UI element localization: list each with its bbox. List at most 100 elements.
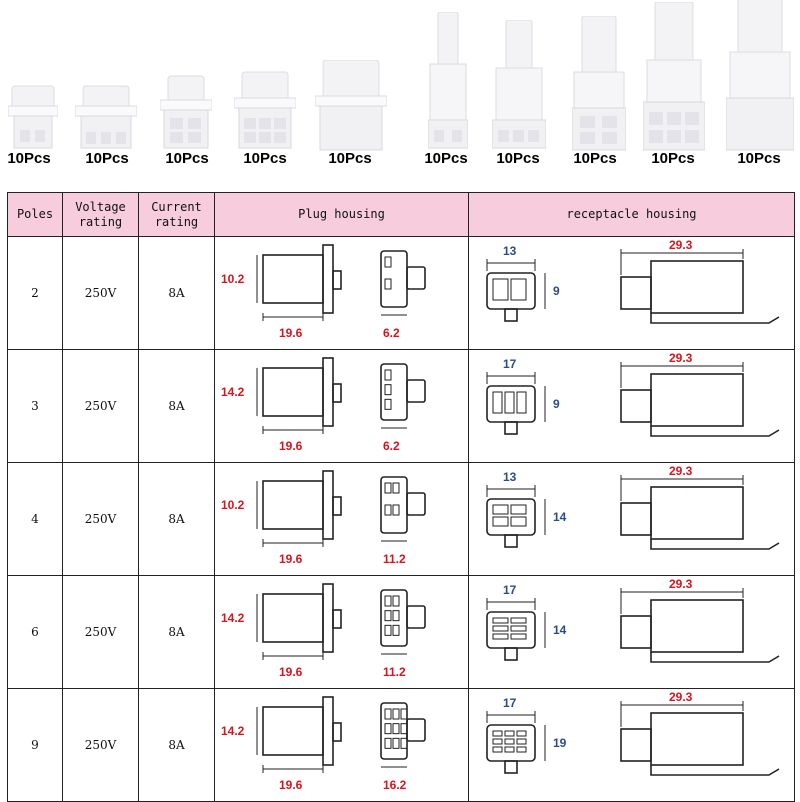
- plug-housing-drawing-cell: 10.2 19.6 6.2: [214, 236, 469, 350]
- receptacle-nose-outline: [620, 389, 652, 423]
- plug-latch-outline: [332, 609, 342, 629]
- receptacle-nose-outline: [620, 276, 652, 310]
- current-cell: 8A: [138, 688, 215, 802]
- plug-pin: [384, 610, 392, 622]
- receptacle-socket: [510, 625, 527, 632]
- poles-cell: 6: [7, 575, 63, 689]
- current-cell: 8A: [138, 575, 215, 689]
- poles-cell: 4: [7, 462, 63, 576]
- receptacle-socket: [492, 278, 509, 301]
- connector-6pin-tall-image: [643, 2, 705, 152]
- plug-end-latch-outline: [406, 492, 426, 516]
- receptacle-socket: [516, 738, 527, 745]
- current-value: 8A: [168, 625, 185, 639]
- receptacle-nose-outline: [620, 615, 652, 649]
- plug-body-outline: [262, 254, 324, 304]
- plug-width-dimension: 11.2: [383, 665, 406, 679]
- connector-9pin-short-image: [315, 60, 387, 152]
- plug-pin: [392, 595, 400, 607]
- receptacle-body-outline: [650, 599, 744, 653]
- plug-pin: [384, 384, 392, 396]
- quantity-label: 10Pcs: [7, 150, 51, 167]
- connector-3pin-tall-image: [492, 20, 546, 152]
- receptacle-latch-outline: [504, 308, 518, 322]
- plug-housing-drawing: 10.2 19.6 11.2: [221, 470, 426, 566]
- current-value: 8A: [168, 738, 185, 752]
- plug-flange-outline: [322, 583, 334, 653]
- plug-latch-outline: [332, 496, 342, 516]
- receptacle-width-dimension: 17: [503, 357, 517, 371]
- receptacle-body-outline: [650, 373, 744, 427]
- plug-end-latch-outline: [406, 605, 426, 629]
- plug-pin: [384, 256, 392, 268]
- plug-pin: [400, 708, 408, 720]
- poles-value: 9: [31, 738, 39, 752]
- plug-pin: [392, 482, 400, 494]
- plug-pin: [384, 737, 392, 749]
- plug-body-outline: [262, 593, 324, 643]
- plug-height-dimension: 14.2: [221, 385, 245, 399]
- plug-pin: [384, 708, 392, 720]
- receptacle-length-dimension: 29.3: [669, 577, 693, 591]
- receptacle-latch-arm-outline: [650, 539, 780, 550]
- receptacle-socket: [516, 730, 527, 737]
- current-value: 8A: [168, 512, 185, 526]
- plug-end-latch-outline: [406, 718, 426, 742]
- current-cell: 8A: [138, 349, 215, 463]
- table-row: 6 250V 8A 14.2 19.6 11.2: [7, 575, 795, 689]
- receptacle-socket: [504, 391, 515, 414]
- plug-length-dimension: 19.6: [279, 326, 303, 340]
- receptacle-housing-drawing: 17 19 29.3: [486, 690, 780, 776]
- receptacle-latch-arm-outline: [650, 426, 780, 437]
- receptacle-housing-drawing-cell: 17 14 29.3: [468, 575, 795, 689]
- receptacle-height-dimension: 14: [553, 623, 567, 637]
- quantity-label: 10Pcs: [243, 150, 287, 167]
- plug-pin: [400, 737, 408, 749]
- receptacle-nose-outline: [620, 502, 652, 536]
- table-row: 4 250V 8A 10.2 19.6 11.2: [7, 462, 795, 576]
- table-row: 2 250V 8A 10.2 19.6 6.2: [7, 236, 795, 350]
- voltage-value: 250V: [84, 512, 117, 526]
- poles-value: 3: [31, 399, 39, 413]
- table-row: 9 250V 8A 14.2 19.6 16.2: [7, 688, 795, 802]
- receptacle-nose-outline: [620, 728, 652, 762]
- plug-length-dimension: 19.6: [279, 439, 303, 453]
- receptacle-socket: [492, 391, 503, 414]
- header-plug-housing: Plug housing: [214, 192, 469, 237]
- receptacle-socket: [510, 516, 527, 527]
- receptacle-latch-arm-outline: [650, 765, 780, 776]
- receptacle-width-dimension: 13: [503, 470, 517, 484]
- plug-housing-drawing: 14.2 19.6 6.2: [221, 357, 426, 453]
- plug-height-dimension: 10.2: [221, 272, 245, 286]
- receptacle-socket-grid: [492, 730, 527, 753]
- receptacle-width-dimension: 17: [503, 583, 517, 597]
- header-voltage-line2: rating: [78, 214, 123, 229]
- receptacle-socket: [492, 625, 509, 632]
- header-voltage-line1: Voltage: [75, 199, 126, 214]
- plug-flange-outline: [322, 357, 334, 427]
- plug-pin-grid: [384, 482, 400, 516]
- connector-6pin-short-image: [234, 70, 296, 152]
- voltage-value: 250V: [84, 286, 117, 300]
- plug-latch-outline: [332, 383, 342, 403]
- receptacle-socket: [504, 738, 515, 745]
- quantity-label: 10Pcs: [85, 150, 129, 167]
- plug-pin: [384, 595, 392, 607]
- plug-pin: [384, 482, 392, 494]
- plug-latch-outline: [332, 270, 342, 290]
- plug-height-dimension: 14.2: [221, 611, 245, 625]
- receptacle-end-view-outline: [486, 724, 536, 762]
- receptacle-housing-drawing-cell: 17 19 29.3: [468, 688, 795, 802]
- receptacle-length-dimension: 29.3: [669, 238, 693, 252]
- plug-pin: [384, 504, 392, 516]
- plug-pin: [392, 624, 400, 636]
- receptacle-socket: [492, 746, 503, 753]
- quantity-label: 10Pcs: [651, 150, 695, 167]
- quantity-label: 10Pcs: [573, 150, 617, 167]
- product-photo-strip: 10Pcs 10Pcs 10Pcs 10Pcs 10Pcs 10Pcs 10Pc…: [0, 0, 800, 190]
- plug-pin-grid: [384, 595, 400, 636]
- quantity-label: 10Pcs: [328, 150, 372, 167]
- receptacle-socket: [504, 730, 515, 737]
